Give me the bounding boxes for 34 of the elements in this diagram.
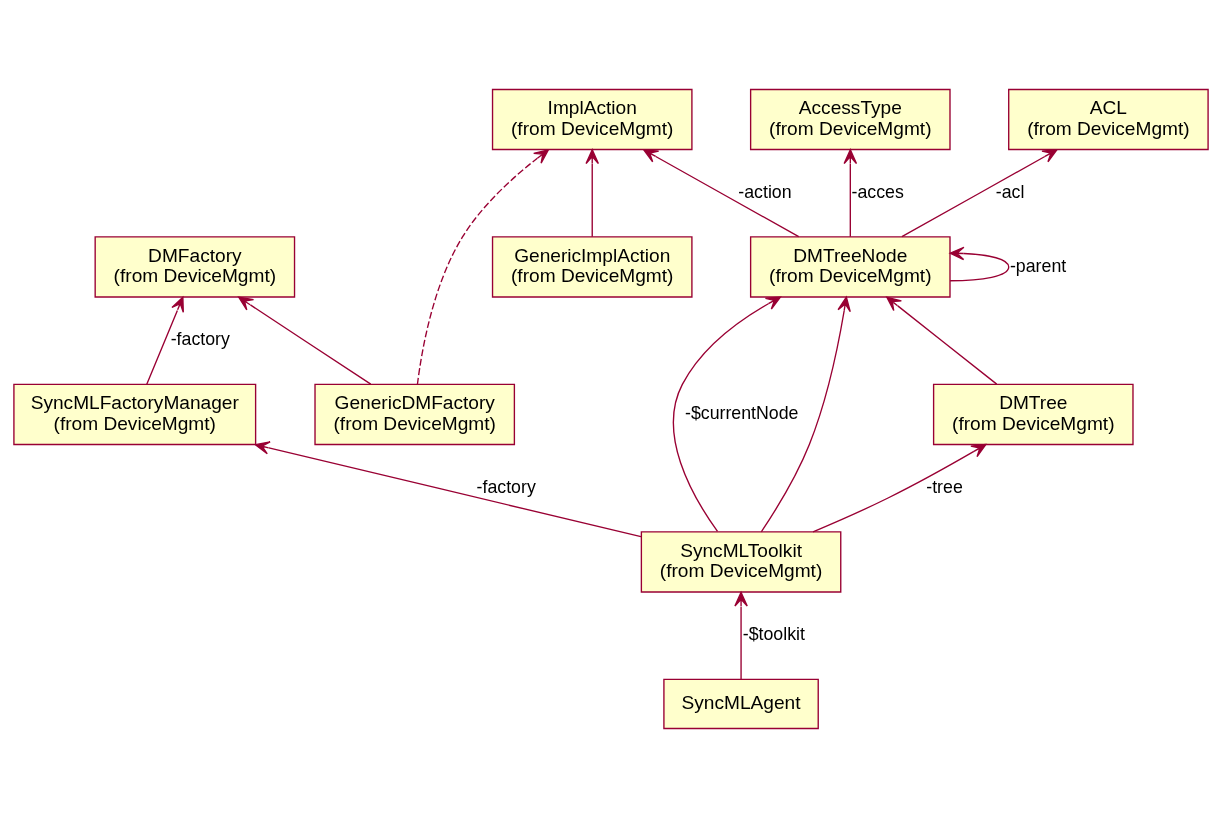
arrow	[760, 296, 851, 532]
arrow	[901, 148, 1058, 237]
edge-label: -tree	[926, 476, 963, 497]
arrow	[812, 443, 987, 532]
node-box: ImplAction (from DeviceMgmt)	[491, 88, 693, 150]
edge-label: -acl	[995, 181, 1025, 202]
node-box: ACL (from DeviceMgmt)	[1008, 88, 1209, 150]
arrow	[672, 295, 782, 532]
edge-label: -$currentNode	[685, 402, 799, 423]
edge-label: -action	[738, 181, 792, 202]
edge-label: -parent	[1009, 255, 1067, 276]
arrow	[146, 296, 184, 385]
edge-label: -$toolkit	[742, 623, 805, 644]
arrow	[416, 148, 549, 385]
node-box: SyncMLToolkit (from DeviceMgmt)	[640, 530, 842, 593]
node-box: DMTree (from DeviceMgmt)	[932, 383, 1134, 445]
edge-label: -factory	[476, 476, 536, 497]
arrow	[734, 591, 748, 680]
node-box: GenericImplAction (from DeviceMgmt)	[491, 235, 693, 298]
arrow	[949, 246, 1010, 281]
arrow	[886, 296, 998, 385]
edge-label: -acces	[851, 181, 904, 202]
arrow	[643, 148, 800, 237]
node-box: DMFactory (from DeviceMgmt)	[94, 235, 296, 298]
node-box: DMTreeNode (from DeviceMgmt)	[749, 235, 951, 298]
arrow	[585, 148, 600, 237]
arrow	[843, 148, 858, 237]
arrow	[238, 296, 372, 385]
node-box: SyncMLAgent	[663, 678, 819, 729]
node-box: AccessType (from DeviceMgmt)	[749, 88, 951, 150]
node-box: GenericDMFactory (from DeviceMgmt)	[314, 383, 516, 445]
arrow	[254, 440, 642, 537]
edge-label: -factory	[170, 328, 230, 349]
node-box: SyncMLFactoryManager (from DeviceMgmt)	[13, 383, 257, 445]
